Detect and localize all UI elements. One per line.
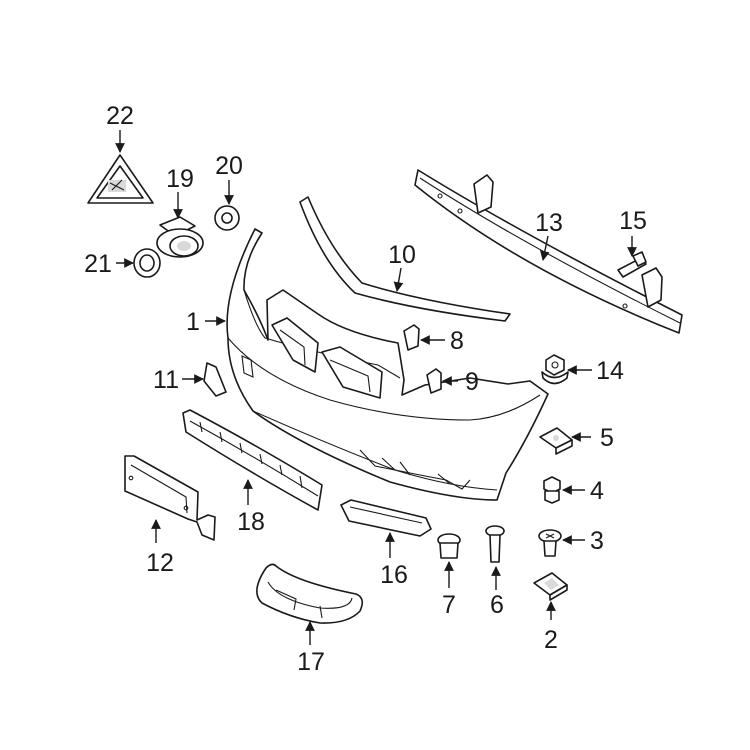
callout-20: 20 [215,152,243,180]
part-14-nut [541,354,569,385]
callout-15: 15 [619,207,647,235]
part-3-screw [538,529,562,557]
callout-9: 9 [465,368,479,396]
callout-3: 3 [590,527,604,555]
leader-13 [540,235,550,261]
part-21-sensor-ring [133,248,161,278]
part-17-air-deflector [256,563,364,624]
callout-2: 2 [544,626,558,654]
callout-5: 5 [600,424,614,452]
callout-13: 13 [535,209,563,237]
callout-14: 14 [596,357,624,385]
part-19-parking-sensor [156,216,204,258]
callout-8: 8 [450,327,464,355]
callout-17: 17 [297,648,325,676]
part-1-bumper-cover [226,228,549,501]
callout-19: 19 [166,165,194,193]
callout-11: 11 [153,366,179,394]
callout-4: 4 [590,477,604,505]
part-10-trim-strip [299,196,511,322]
part-22-warning-label [87,154,154,204]
part-20-grommet [214,205,240,231]
callout-12: 12 [146,549,174,577]
part-6-pin [485,525,505,563]
callout-labels: 22 20 19 21 10 13 15 1 8 9 11 14 5 4 3 2… [84,102,647,676]
callout-6: 6 [490,591,504,619]
part-8-clip [403,324,420,351]
part-12-plate-bracket [124,455,216,541]
part-5-clip-nut [539,427,573,455]
part-18-lower-grille [182,409,323,511]
callout-7: 7 [442,591,456,619]
leader-10 [393,267,404,292]
leader-lines [115,130,637,645]
callout-10: 10 [388,241,416,269]
part-2-plate-nut [533,572,568,601]
part-9-clip [426,368,442,394]
callout-16: 16 [380,561,408,589]
callout-18: 18 [237,508,265,536]
callout-1: 1 [186,308,200,336]
part-11-reflector [203,362,227,397]
callout-21: 21 [84,250,112,278]
part-4-bolt [543,476,561,504]
part-15-bolt [617,251,647,278]
callout-22: 22 [106,102,134,130]
part-7-rivet [437,533,461,559]
part-16-fog-trim [340,499,432,537]
